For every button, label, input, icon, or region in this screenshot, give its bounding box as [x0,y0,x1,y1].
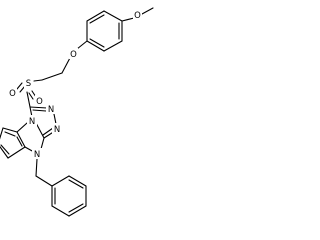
bond-n4-c3a [16,122,28,133]
atom-sulfur: S [24,77,33,89]
bond-c3-n2-double [32,109,47,112]
bond-benzyl-e [68,175,87,187]
atom-n4: N [32,148,42,160]
bond-benzyl-double-3 [68,179,84,189]
ether-oxygen-label: O [70,50,77,60]
bond-ch2-s [33,79,43,82]
bond-benzo-b [0,127,4,140]
bond-ch2-ch2 [41,72,63,81]
methoxy-oxygen-label: O [134,11,141,21]
atom-n1: N [46,103,56,115]
bond-ring1-a [103,10,123,22]
bond-benzyl-double-2 [68,203,84,213]
atom-methoxy-o: O [133,9,142,21]
bond-benzyl-c [68,205,87,217]
bond-s-o1-b [16,82,23,90]
nitrogen-2-label: N [54,125,60,135]
sulfur-label: S [26,79,31,89]
nitrogen-3-label: N [29,117,35,127]
bond-benzo-c [0,145,9,159]
bond-methyl-o [141,7,154,15]
atom-sulfonyl-o1: O [8,87,17,99]
bond-ring-ether [76,40,88,50]
bond-benzo-double-2 [0,144,10,155]
bond-benzyl-b [51,205,70,217]
bond-ch2-benzyl [35,175,53,187]
atom-ether-o: O [69,48,78,60]
bond-c3a-c7a [16,131,26,148]
bond-ring1-double-2 [89,38,105,48]
nitrogen-4-label: N [34,150,40,160]
atom-n2: N [52,123,62,135]
bonds [0,7,154,217]
sulfonyl-oxygen-1-label: O [9,89,16,99]
bond-n9-ch2 [35,158,38,177]
atom-n3: N [27,115,37,127]
bond-benzo-double-1 [4,131,16,137]
bond-ring1-b [86,10,105,22]
bond-ring1-d [86,40,105,52]
bond-o-ring [121,17,135,22]
atom-sulfonyl-o2: O [35,95,44,107]
bond-c9a-n4 [35,122,45,139]
bond-benzo-a [2,127,18,133]
bond-benzo-d [7,146,26,159]
bond-n9-c9a [40,137,45,150]
bond-s-o2-b [28,92,34,100]
bond-ring1-double-1 [89,14,105,24]
bond-ring1-e [103,40,123,52]
molecule-structure: O O S O O N N N N [0,7,154,217]
bond-s-c3 [26,91,31,108]
bond-n2-n1 [53,113,57,125]
bond-benzo-double-3 [16,136,23,147]
bond-benzyl-f [51,175,70,187]
bond-c3-n2 [29,106,48,109]
bond-n1-c9a-double [42,127,54,136]
sulfonyl-oxygen-2-label: O [36,97,43,107]
nitrogen-1-label: N [48,105,54,115]
